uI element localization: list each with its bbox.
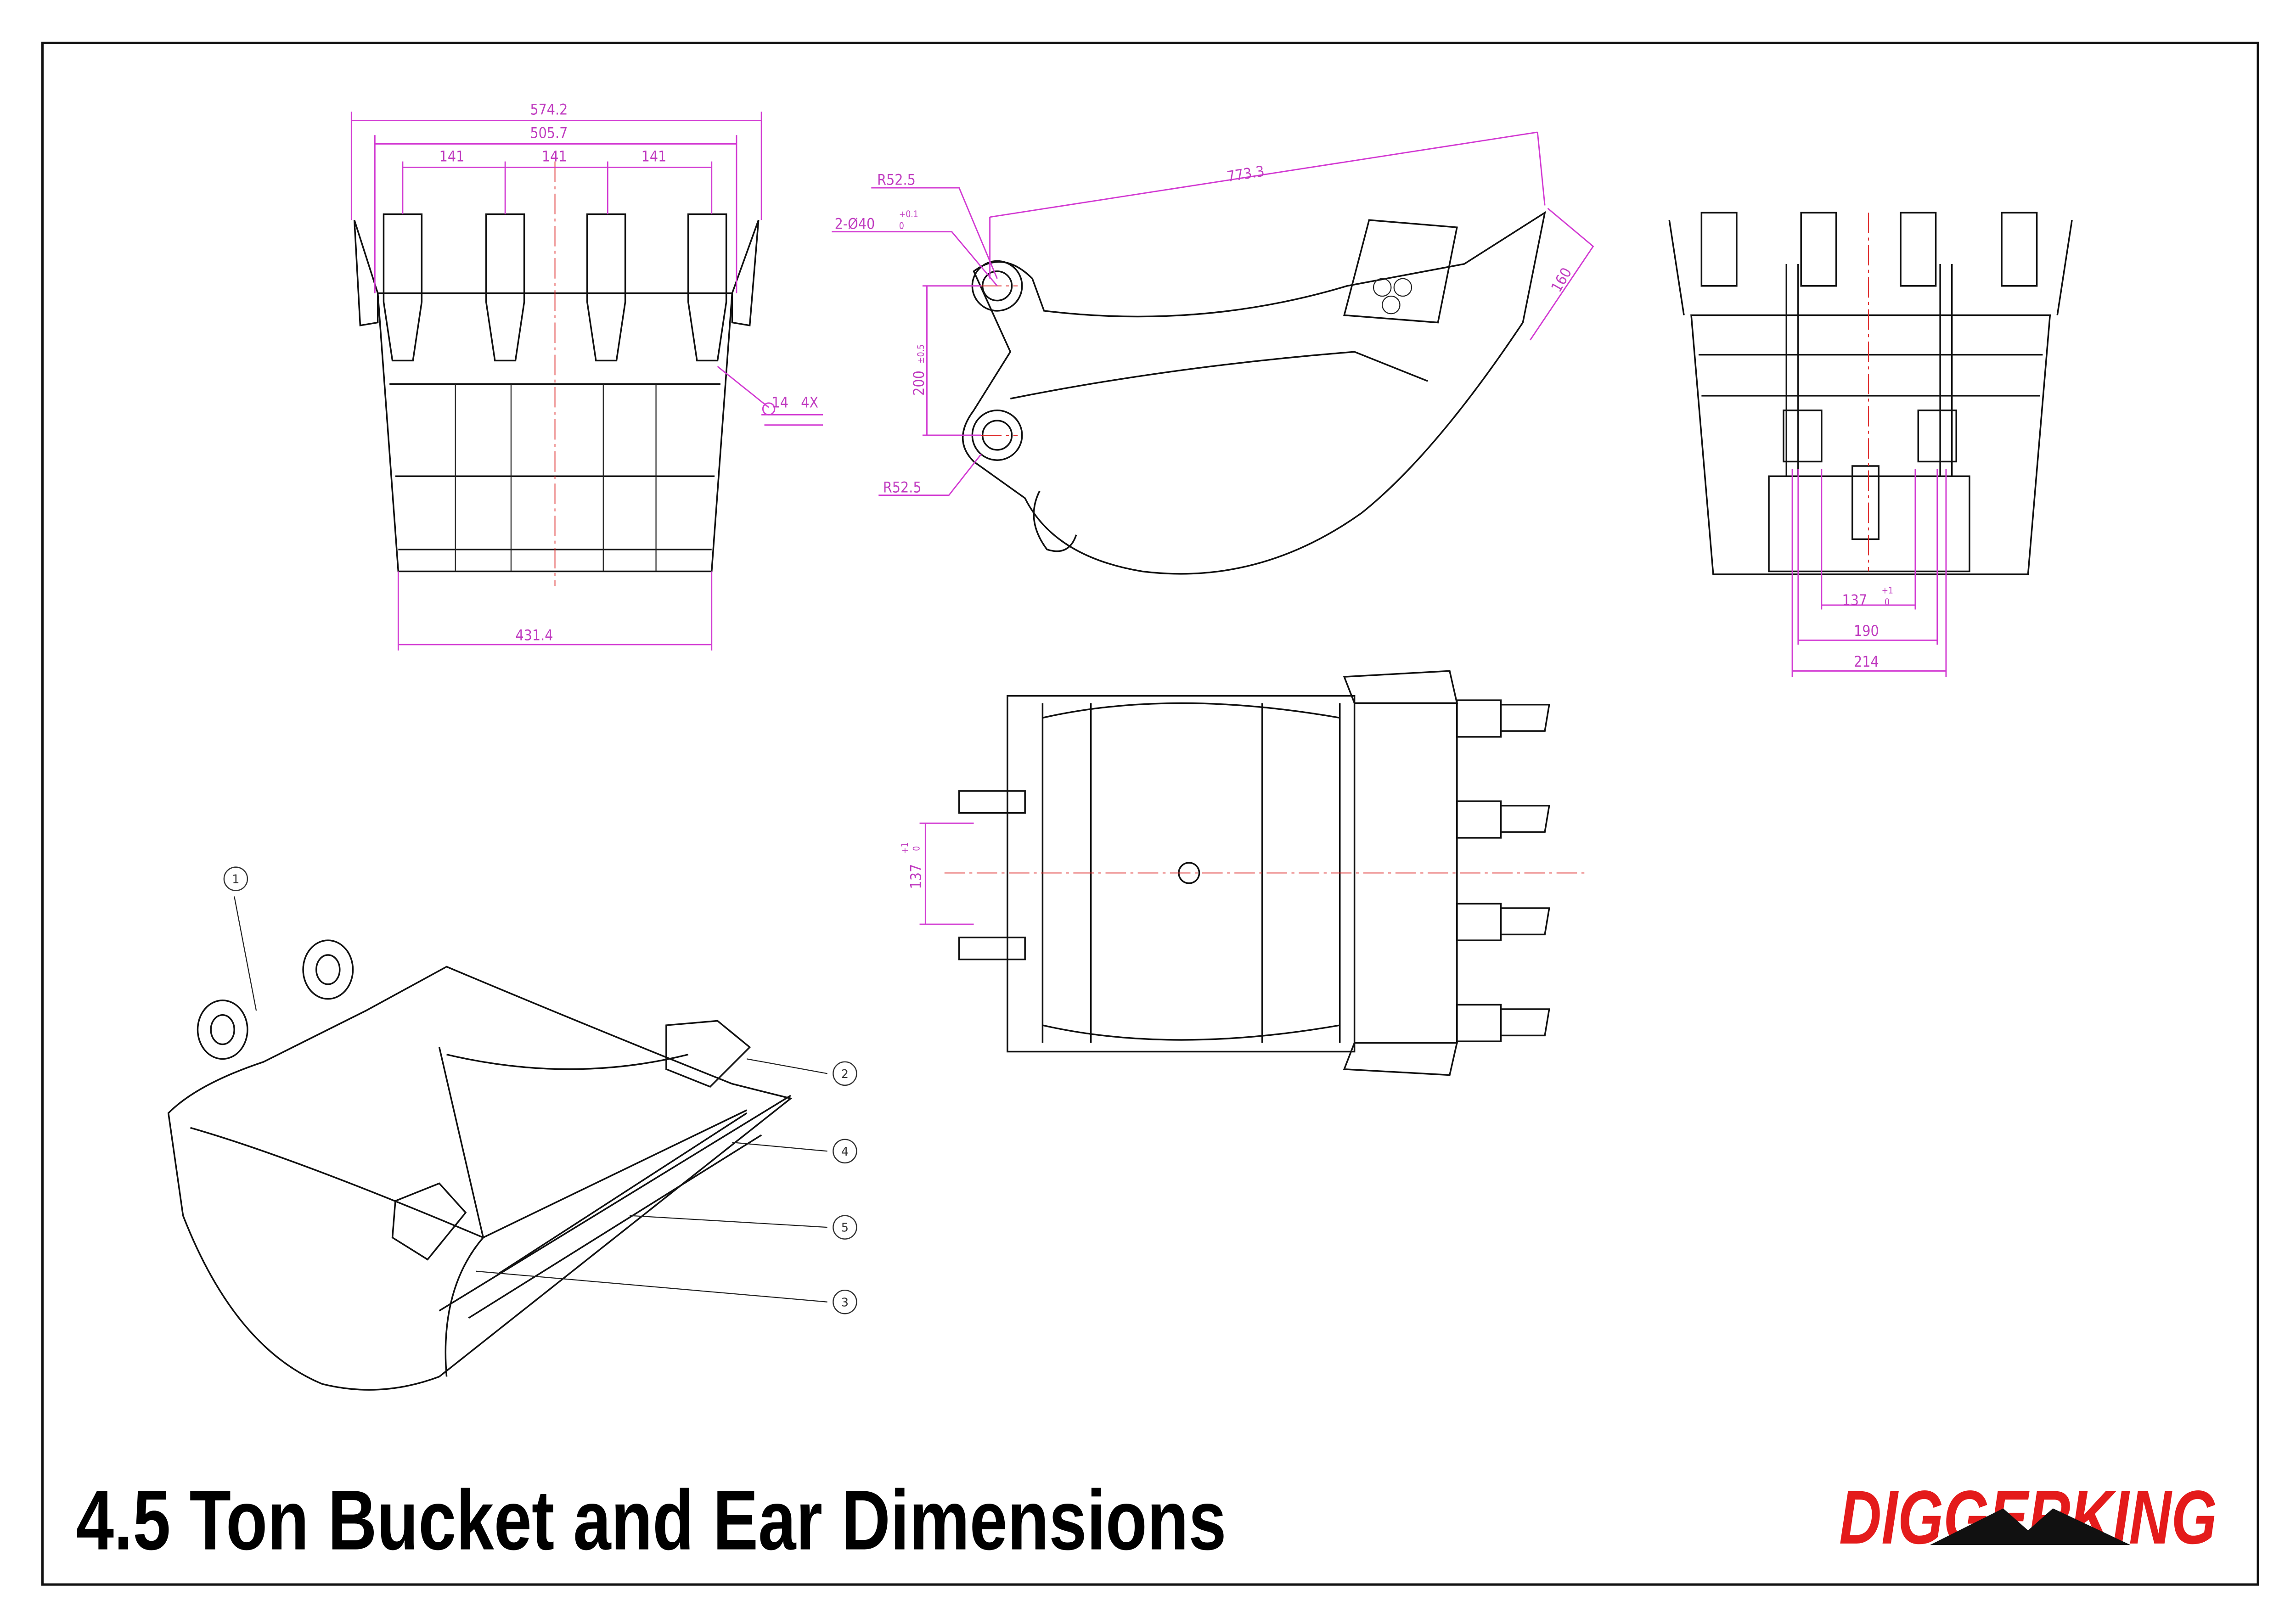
dim-pin-centres: 200 — [910, 371, 928, 396]
dim-ear-inner: 137 — [1842, 591, 1867, 609]
svg-text:1: 1 — [232, 873, 239, 887]
teeth — [383, 213, 727, 362]
front-view: 574.2 505.7 141 141 141 431.4 14 4X — [350, 101, 823, 651]
isometric-view: 1 2 4 5 3 — [167, 866, 857, 1391]
svg-text:DIGGERKING: DIGGERKING — [1839, 1475, 2217, 1560]
dim-tooth-spacing-1: 141 — [439, 148, 465, 165]
dim-radius-bottom: R52.5 — [883, 478, 922, 496]
dim-ear-outer: 214 — [1854, 653, 1879, 670]
diggerking-logo: DIGGERKING — [1839, 1475, 2217, 1560]
dim-tooth-spacing-2: 141 — [542, 148, 567, 165]
dim-pin-tol-upper: +0.1 — [899, 209, 918, 219]
dim-bottom-width: 431.4 — [515, 626, 553, 644]
dim-pin-centres-tol: ±0.5 — [916, 344, 926, 364]
teeth — [1456, 699, 1550, 1042]
dim-ear-mid: 190 — [1854, 622, 1879, 640]
rear-view: 137 +1 0 190 214 — [1668, 212, 2073, 677]
dim-overall-width: 574.2 — [530, 101, 568, 118]
dim-tooth-depth: 160 — [1548, 264, 1575, 295]
dim-ear-inner-tol-upper: +1 — [1882, 585, 1893, 595]
dim-ear-gap: 137 — [907, 864, 925, 889]
dim-radius-top: R52.5 — [877, 171, 916, 189]
svg-text:2: 2 — [841, 1067, 849, 1081]
dim-pin-holes: 2-Ø40 — [835, 215, 875, 232]
svg-text:5: 5 — [841, 1221, 849, 1235]
side-view: 773.3 R52.5 2-Ø40 +0.1 0 200 ±0.5 R52.5 … — [832, 131, 1594, 575]
balloon-1: 1 — [223, 866, 248, 891]
svg-text:4: 4 — [841, 1145, 849, 1159]
top-view: 137 +1 0 — [900, 670, 1589, 1076]
dim-bucket-length: 773.3 — [1226, 162, 1266, 185]
teeth — [1700, 212, 2038, 287]
weld-count: 4X — [801, 393, 818, 411]
weld-size: 14 — [771, 393, 788, 411]
svg-text:3: 3 — [841, 1296, 849, 1309]
drawing-title: 4.5 Ton Bucket and Ear Dimensions — [76, 1473, 1227, 1568]
dim-ear-gap-tol-upper: +1 — [900, 842, 910, 854]
dim-tooth-spacing-3: 141 — [642, 148, 667, 165]
dim-inner-width: 505.7 — [530, 124, 568, 142]
balloon-3: 3 — [833, 1289, 857, 1314]
dim-ear-inner-tol-lower: 0 — [1885, 597, 1890, 607]
balloon-4: 4 — [833, 1139, 857, 1164]
dim-pin-tol-lower: 0 — [899, 220, 904, 231]
balloon-2: 2 — [833, 1061, 857, 1086]
balloon-5: 5 — [833, 1215, 857, 1240]
dim-ear-gap-tol-lower: 0 — [912, 846, 922, 851]
sheet-border — [41, 41, 2259, 1586]
